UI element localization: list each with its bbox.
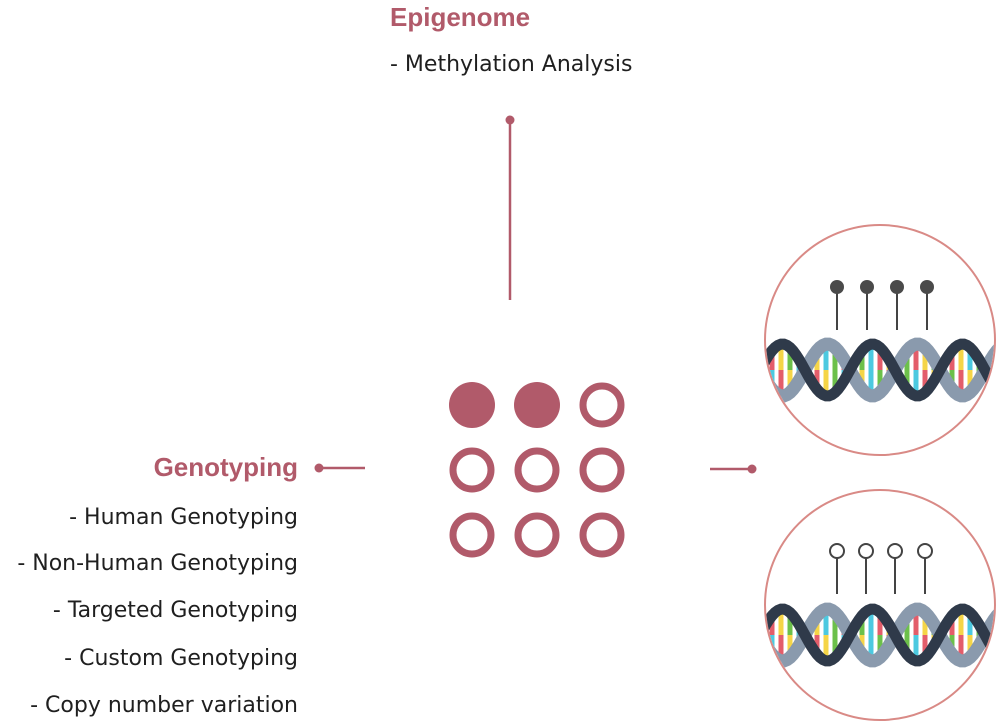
methyl-markers	[830, 280, 934, 330]
genotyping-item-cnv: - Copy number variation	[30, 693, 298, 718]
dna-methylated-icon	[764, 224, 996, 456]
grid-dot	[514, 382, 560, 428]
epigenome-item: - Methylation Analysis	[390, 52, 633, 77]
dna-strand	[766, 338, 994, 402]
grid-dot	[579, 382, 625, 428]
grid-dot	[579, 512, 625, 558]
genotyping-item-targeted: - Targeted Genotyping	[52, 598, 298, 623]
dna-strand	[766, 337, 994, 403]
dna-unmethylated-icon	[764, 489, 996, 721]
genotyping-item-non-human: - Non-Human Genotyping	[17, 551, 298, 576]
genotyping-connector	[314, 463, 365, 473]
dna-strand	[766, 602, 994, 668]
grid-dot	[449, 512, 495, 558]
genotyping-item-human: - Human Genotyping	[69, 505, 298, 530]
grid-dot	[449, 382, 495, 428]
grid-dot	[579, 447, 625, 493]
dna-connector	[710, 464, 757, 474]
dna-strand	[766, 603, 994, 667]
genotyping-item-custom: - Custom Genotyping	[64, 646, 298, 671]
methyl-marker-filled	[860, 280, 874, 294]
methyl-marker-filled	[920, 280, 934, 294]
grid-dot	[449, 447, 495, 493]
epigenome-title: Epigenome	[390, 2, 531, 32]
grid-dot	[514, 512, 560, 558]
dot-grid-icon	[449, 382, 625, 558]
methyl-marker-filled	[830, 280, 844, 294]
methyl-marker-empty	[917, 543, 933, 559]
epigenome-connector	[505, 115, 515, 300]
methyl-marker-empty	[858, 543, 874, 559]
methyl-marker-empty	[887, 543, 903, 559]
methyl-marker-filled	[890, 280, 904, 294]
grid-dot	[514, 447, 560, 493]
genotyping-title: Genotyping	[153, 452, 298, 482]
methyl-markers	[829, 543, 933, 594]
methyl-marker-empty	[829, 543, 845, 559]
